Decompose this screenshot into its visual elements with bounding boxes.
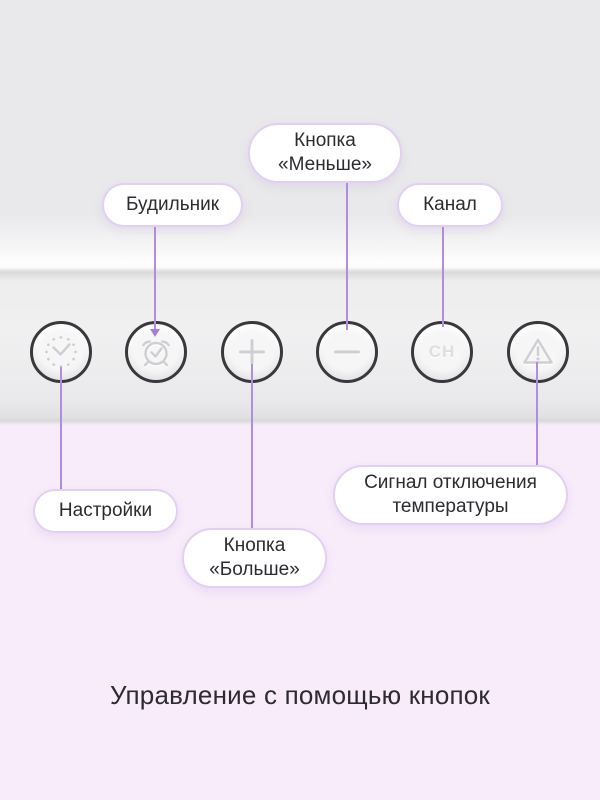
channel-button: CH — [411, 321, 473, 383]
clock-icon — [45, 336, 77, 368]
callout-temp-alert-label: Сигнал отключения температуры — [364, 472, 537, 517]
connector-minus — [346, 183, 348, 330]
callout-plus: Кнопка «Больше» — [182, 528, 327, 588]
page-title: Управление с помощью кнопок — [109, 680, 491, 710]
callout-settings: Настройки — [33, 489, 178, 533]
callout-channel-label: Канал — [423, 194, 477, 216]
connector-temp-alert — [536, 362, 538, 465]
callout-minus-label: Кнопка «Меньше» — [278, 130, 372, 175]
connector-plus — [251, 364, 253, 528]
callout-plus-label: Кнопка «Больше» — [209, 535, 300, 580]
minus-button — [316, 321, 378, 383]
callout-alarm-label: Будильник — [125, 194, 220, 216]
callout-channel: Канал — [397, 183, 503, 227]
alarm-clock-icon — [142, 340, 170, 367]
ch-text: CH — [428, 342, 456, 361]
callout-alarm: Будильник — [102, 183, 243, 227]
minus-icon — [334, 350, 360, 354]
callout-settings-label: Настройки — [58, 500, 153, 522]
connector-alarm — [154, 227, 156, 331]
temp-alert-button — [507, 321, 569, 383]
connector-settings — [60, 367, 62, 489]
connector-alarm-arrowhead — [150, 329, 160, 337]
callout-minus: Кнопка «Меньше» — [248, 123, 402, 183]
connector-channel — [442, 227, 444, 327]
plus-icon — [239, 339, 265, 365]
warning-triangle-icon — [523, 338, 553, 364]
callout-temp-alert: Сигнал отключения температуры — [333, 465, 568, 525]
settings-button — [30, 321, 92, 383]
